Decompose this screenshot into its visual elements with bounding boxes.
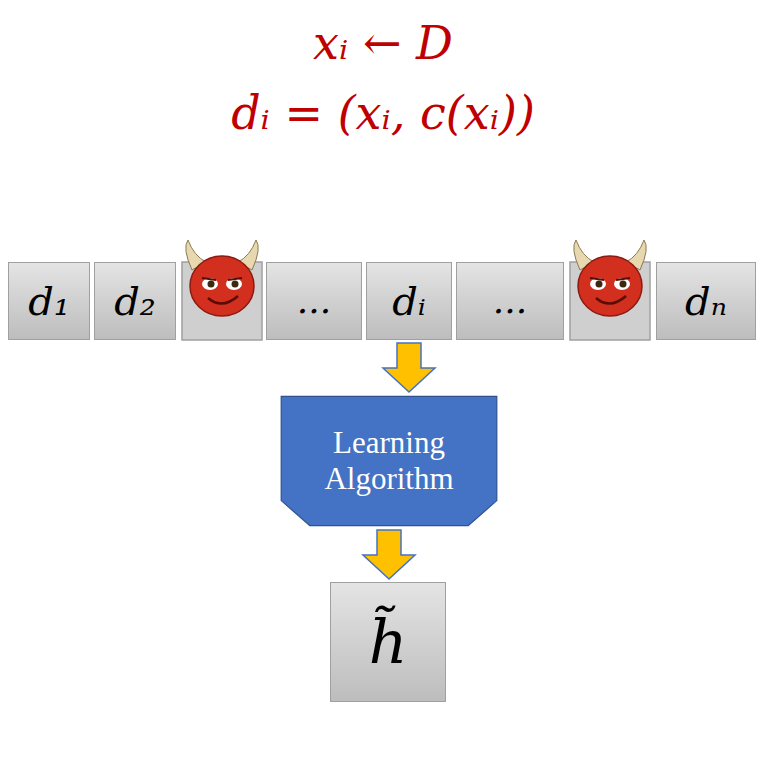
pupil — [596, 281, 603, 288]
data-box: ... — [456, 262, 564, 340]
process-label: Learning Algorithm — [309, 425, 469, 496]
data-label: ... — [297, 281, 331, 321]
grin — [208, 296, 238, 304]
data-box: d₂ — [94, 262, 176, 340]
pupil — [620, 281, 627, 288]
data-box: ... — [266, 262, 362, 340]
brow — [202, 278, 216, 280]
process-shape — [281, 396, 497, 525]
data-label: ... — [493, 281, 527, 321]
brow — [616, 278, 630, 280]
data-box: h̃ — [330, 582, 446, 702]
process-box: Learning Algorithm — [279, 395, 499, 527]
formula-label: dᵢ = (xᵢ, c(xᵢ)) — [0, 88, 766, 139]
data-label: d₂ — [114, 279, 156, 323]
data-label: dₙ — [685, 279, 727, 323]
data-label: dᵢ — [392, 279, 426, 323]
eye — [226, 278, 242, 290]
pupil — [232, 281, 239, 288]
data-box: d₁ — [8, 262, 90, 340]
adversary-icon — [180, 240, 264, 342]
eye — [614, 278, 630, 290]
block-arrow — [383, 343, 435, 392]
eye — [590, 278, 606, 290]
pupil — [208, 281, 215, 288]
eye — [202, 278, 218, 290]
data-box: dᵢ — [366, 262, 452, 340]
adversary-icon — [568, 240, 652, 342]
devil-face — [190, 256, 254, 316]
data-box: dₙ — [656, 262, 756, 340]
brow — [228, 278, 242, 280]
data-label: d₁ — [28, 279, 70, 323]
formula-label: xᵢ ← D — [0, 18, 766, 69]
brow — [590, 278, 604, 280]
grin — [596, 296, 626, 304]
block-arrow — [363, 530, 415, 579]
devil-face — [578, 256, 642, 316]
data-label: h̃ — [369, 609, 408, 675]
